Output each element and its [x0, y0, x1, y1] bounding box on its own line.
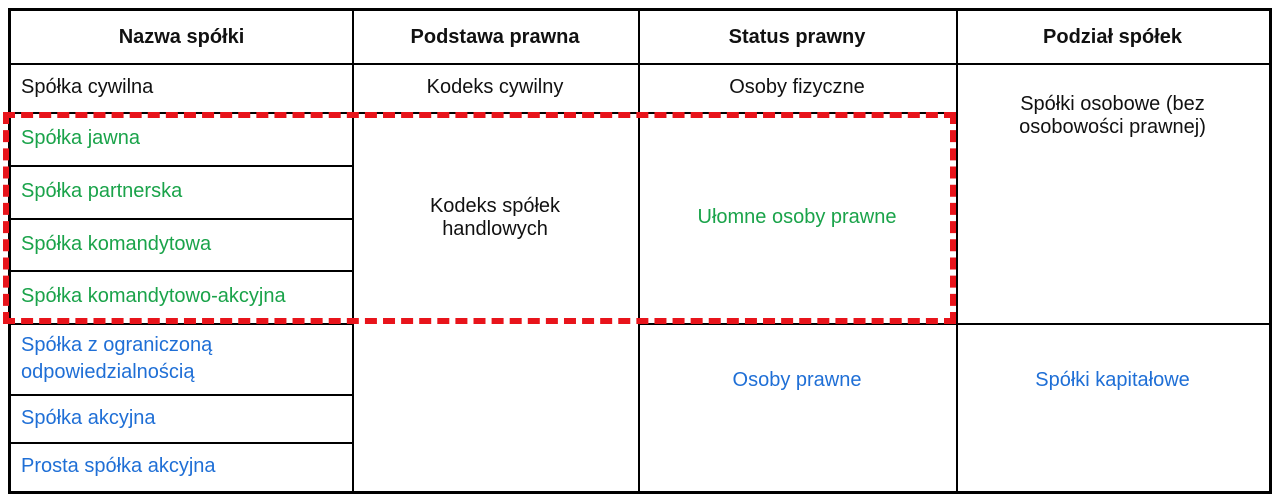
divider	[956, 11, 958, 491]
capital-companies-division: Spółki kapitałowe	[1035, 368, 1190, 391]
divider	[352, 11, 354, 491]
personal-company-name: Spółka partnerska	[21, 180, 183, 202]
divider	[638, 11, 640, 491]
divider	[11, 165, 352, 167]
header-company-name: Nazwa spółki	[118, 25, 245, 48]
header-legal-status: Status prawny	[728, 25, 866, 48]
header-division: Podział spółek	[1043, 25, 1182, 48]
divider	[11, 63, 1269, 65]
header-legal-basis: Podstawa prawna	[410, 25, 580, 48]
civil-legal-basis: Kodeks cywilny	[426, 76, 564, 98]
imperfect-legal-persons-status: Ułomne osoby prawne	[697, 206, 897, 228]
company-types-table: Nazwa spółki Podstawa prawna Status praw…	[8, 8, 1272, 494]
capital-company-name: Prosta spółka akcyjna	[21, 455, 216, 477]
personal-company-name: Spółka komandytowa	[21, 232, 212, 255]
personal-companies-division: Spółki osobowe (bez osobowości prawnej)	[1019, 93, 1206, 138]
capital-company-name: Spółka akcyjna	[21, 406, 156, 429]
divider	[11, 442, 352, 444]
commercial-code-basis: Kodeks spółek handlowych	[429, 194, 561, 240]
divider	[11, 270, 352, 272]
personal-company-name: Spółka komandytowo-akcyjna	[21, 285, 286, 307]
civil-legal-status: Osoby fizyczne	[729, 76, 865, 98]
personal-company-name: Spółka jawna	[21, 127, 140, 149]
civil-company-name: Spółka cywilna	[21, 76, 154, 98]
legal-persons-status: Osoby prawne	[732, 368, 862, 391]
capital-company-name: Spółka z ograniczoną odpowiedzialnością	[21, 333, 213, 383]
divider	[11, 394, 352, 396]
divider	[11, 218, 352, 220]
divider	[11, 323, 352, 325]
divider	[638, 323, 1269, 325]
